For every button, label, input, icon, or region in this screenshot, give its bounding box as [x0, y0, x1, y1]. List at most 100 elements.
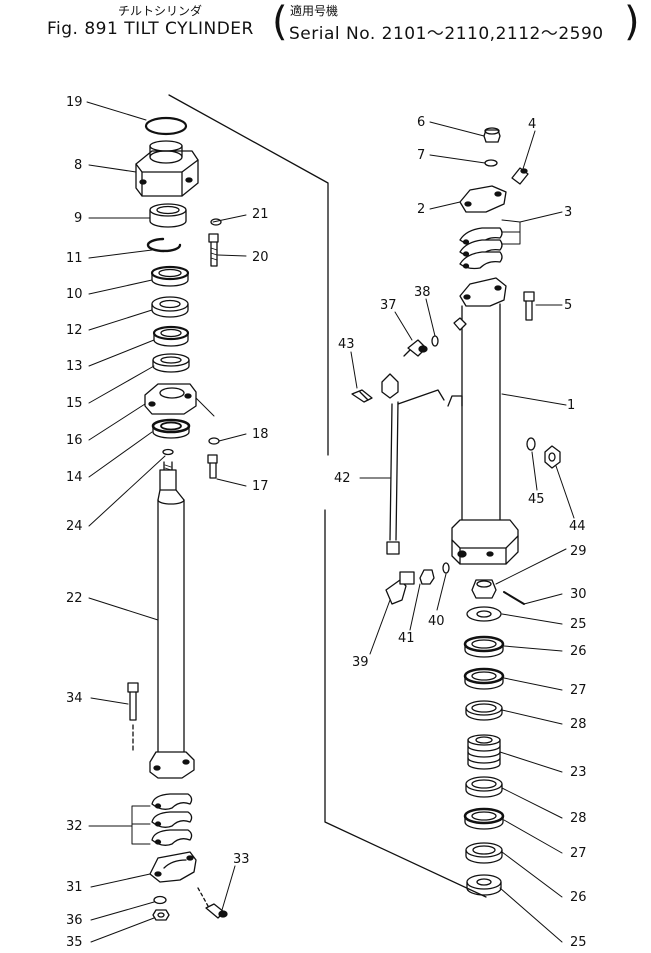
bushing-part [149, 203, 187, 228]
head-flange-part [135, 140, 199, 197]
callout-label: 34 [66, 691, 83, 706]
callout-label: 35 [66, 935, 83, 950]
callout-label: 41 [398, 631, 415, 646]
callout-label: 14 [66, 470, 83, 485]
callout-label: 5 [564, 298, 572, 313]
washer-part [153, 895, 167, 905]
nut-part [483, 127, 501, 143]
seal-part [463, 635, 505, 658]
group-boundary-line [324, 509, 487, 898]
callout-label: 21 [252, 207, 269, 222]
callout-label: 44 [569, 519, 586, 534]
hose-part [381, 373, 445, 555]
piston-part [467, 734, 501, 770]
leader-lines [86, 101, 575, 943]
callout-label: 43 [338, 337, 355, 352]
callout-label: 32 [66, 819, 83, 834]
bolt-part [207, 454, 218, 479]
seal-part [152, 353, 190, 373]
callout-label: 36 [66, 913, 83, 928]
callout-label: 30 [570, 587, 587, 602]
o-ring-part [144, 116, 188, 136]
callout-label: 42 [334, 471, 351, 486]
callout-label: 28 [570, 811, 587, 826]
cap-part [459, 185, 507, 213]
callout-label: 27 [570, 846, 587, 861]
callout-label: 9 [74, 211, 82, 226]
seal-part [463, 807, 505, 830]
open-bracket: ( [272, 0, 288, 45]
grease-fitting-part [197, 887, 228, 919]
callout-label: 18 [252, 427, 269, 442]
seal-part [150, 265, 190, 287]
seal-part [465, 700, 503, 721]
washer-part [526, 437, 536, 451]
cylinder-tube-part [447, 277, 519, 565]
group-boundary-line [168, 94, 329, 456]
elbow-fitting-part [385, 571, 415, 605]
nut-part [152, 909, 170, 921]
gland-flange-part [144, 383, 197, 415]
shim-part [459, 227, 503, 270]
callout-label: 16 [66, 433, 83, 448]
seal-part [151, 296, 189, 318]
bracket-part [351, 389, 373, 403]
callout-label: 1 [567, 398, 575, 413]
elbow-fitting-part [403, 339, 428, 357]
seal-part [463, 667, 505, 690]
washer-part [210, 218, 222, 226]
callout-label: 13 [66, 359, 83, 374]
bolt-part [127, 682, 139, 751]
o-ring-part [442, 562, 450, 574]
serial-range: Serial No. 2101～2110,2112～2590 [289, 24, 604, 44]
o-ring-part [431, 335, 439, 347]
nut-part [471, 579, 497, 599]
callout-label: 39 [352, 655, 369, 670]
callout-label: 4 [528, 117, 536, 132]
figure-header: チルトシリンダ Fig. 891 TILT CYLINDER ( 適用号機 Se… [0, 0, 651, 50]
callout-label: 31 [66, 880, 83, 895]
seal-part [465, 776, 503, 798]
cap-part [149, 851, 197, 883]
callout-label: 6 [417, 115, 425, 130]
bolt-part [208, 233, 219, 267]
callout-label: 26 [570, 644, 587, 659]
callout-label: 28 [570, 717, 587, 732]
seal-part [465, 842, 503, 864]
o-ring-part [162, 448, 174, 456]
callout-label: 7 [417, 148, 425, 163]
japanese-applicable-label: 適用号機 [290, 4, 339, 18]
cotter-pin-part [503, 591, 525, 605]
callout-labels: 19 8 21 9 20 11 10 12 13 15 18 16 14 17 … [66, 95, 587, 950]
washer-part [208, 437, 220, 445]
callout-label: 45 [528, 492, 545, 507]
callout-label: 19 [66, 95, 83, 110]
callout-label: 24 [66, 519, 83, 534]
bolt-part [523, 291, 535, 321]
nut-part [544, 445, 561, 469]
callout-label: 17 [252, 479, 269, 494]
japanese-title: チルトシリンダ [118, 4, 203, 18]
callout-label: 2 [417, 202, 425, 217]
callout-label: 8 [74, 158, 82, 173]
grease-fitting-part [511, 167, 529, 185]
callout-label: 37 [380, 298, 397, 313]
callout-label: 11 [66, 251, 83, 266]
seal-part [466, 874, 502, 896]
callout-label: 38 [414, 285, 431, 300]
callout-label: 22 [66, 591, 83, 606]
close-bracket: ) [624, 0, 640, 45]
piston-rod-part [149, 461, 195, 779]
callout-label: 26 [570, 890, 587, 905]
callout-label: 3 [564, 205, 572, 220]
callout-label: 15 [66, 396, 83, 411]
callout-label: 25 [570, 617, 587, 632]
callout-label: 25 [570, 935, 587, 950]
callout-label: 12 [66, 323, 83, 338]
snap-ring-part [146, 237, 182, 253]
callout-label: 29 [570, 544, 587, 559]
callout-label: 23 [570, 765, 587, 780]
seal-part [152, 325, 190, 347]
callout-label: 40 [428, 614, 445, 629]
seal-part [151, 418, 191, 439]
